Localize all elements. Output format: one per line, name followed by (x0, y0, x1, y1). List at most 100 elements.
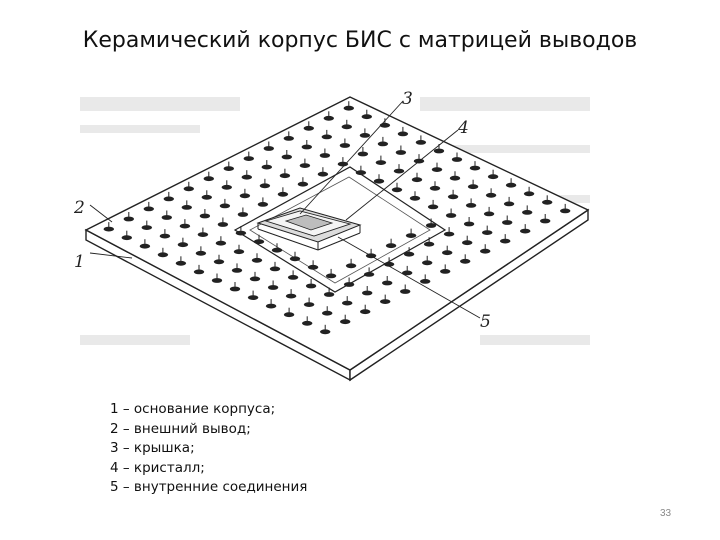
leader-line-4 (345, 129, 459, 221)
pin-head (269, 266, 281, 272)
legend-item-base: 1 – основание корпуса; (110, 401, 276, 417)
pin-head (383, 261, 395, 267)
pin-head (542, 199, 553, 205)
package-figure: 1 2 3 4 5 (60, 85, 620, 385)
leader-line-3 (299, 100, 404, 215)
pin-head (177, 242, 189, 248)
pin-head (483, 211, 495, 217)
pin-head (380, 299, 391, 304)
pin-head (522, 210, 533, 215)
pin-head (257, 202, 269, 207)
pin-head (362, 290, 373, 296)
pin-head (360, 309, 371, 315)
pin-head (460, 258, 471, 264)
pin-head (175, 260, 187, 266)
pin-head (287, 275, 299, 280)
callout-5: 5 (480, 312, 491, 332)
pin-head (385, 243, 397, 249)
pin-head (307, 264, 319, 270)
pin-head (447, 194, 459, 200)
pin-head (183, 186, 194, 192)
pin-head (337, 161, 349, 167)
pin-head (302, 320, 313, 326)
pin-head (343, 282, 355, 287)
pin-head (235, 230, 247, 236)
pin-head (325, 273, 337, 279)
pin-head (219, 203, 231, 209)
pin-head (397, 131, 409, 137)
pin-head (423, 241, 435, 247)
pin-head (415, 140, 427, 145)
pin-head (443, 231, 455, 237)
pin-head (305, 283, 317, 289)
pin-head (213, 259, 225, 265)
lid-edge (257, 228, 319, 251)
lid-edge (317, 232, 361, 251)
page-number: 33 (660, 508, 672, 519)
pin-head (123, 216, 134, 222)
callouts: 1 2 3 4 5 (73, 89, 491, 332)
pin-head (402, 270, 413, 276)
pin-head (303, 302, 315, 307)
pin-head (215, 240, 227, 246)
pin-head (355, 170, 367, 176)
pin-head (391, 187, 403, 193)
pin-head (261, 164, 272, 170)
pin-head (340, 319, 351, 325)
pin-head (199, 213, 211, 219)
pin-head (121, 235, 132, 241)
pin-head (411, 177, 423, 183)
pin-head (249, 276, 261, 282)
pin-head (505, 182, 517, 188)
pin-head (520, 228, 531, 234)
pin-head (143, 206, 154, 212)
pin-head (420, 279, 431, 284)
pin-head (363, 272, 375, 277)
pin-head (323, 292, 335, 297)
pin-head (442, 250, 453, 256)
pin-head (221, 184, 232, 190)
pin-head (393, 168, 405, 174)
pin-head (485, 192, 497, 198)
pin-head (233, 249, 245, 255)
pin-head (433, 148, 445, 154)
package-drawing: 1 2 3 4 5 (73, 89, 590, 382)
pin-head (467, 184, 479, 190)
pin-head (540, 218, 551, 224)
cavity-inner (249, 176, 431, 284)
pin-head (157, 252, 169, 258)
pin-head (482, 230, 493, 236)
pin-head (299, 163, 311, 168)
pin-head (303, 125, 314, 131)
pin-head (223, 166, 234, 171)
pin-head (503, 201, 515, 207)
pin-head (463, 221, 475, 227)
pin-head (243, 156, 254, 161)
pin-head (341, 124, 352, 130)
callout-2: 2 (73, 198, 85, 218)
slide-title: Керамический корпус БИС с матрицей вывод… (82, 28, 638, 53)
legend: 1 – основание корпуса; 2 – внешний вывод… (110, 400, 307, 498)
pin-head (480, 248, 491, 254)
pin-head (320, 329, 331, 335)
pin-head (395, 150, 407, 155)
pin-head (181, 205, 192, 210)
pin-head (523, 191, 535, 197)
pin-head (241, 174, 252, 180)
pin-head (409, 195, 421, 201)
pin-head (203, 176, 214, 182)
leader-line-1 (89, 252, 133, 259)
pin-head (163, 196, 174, 202)
pin-head (259, 183, 271, 189)
legend-item-external-pin: 2 – внешний вывод; (110, 420, 251, 437)
pin-head (445, 213, 457, 218)
pin-head (279, 173, 291, 179)
leader-line-2 (89, 204, 113, 223)
pin-head (449, 175, 461, 181)
pin-head (283, 312, 295, 318)
pin-head (431, 167, 443, 172)
pin-head (217, 222, 229, 227)
pin-head (359, 133, 371, 138)
legend-item-crystal: 4 – кристалл; (110, 459, 205, 476)
pin-head (289, 256, 301, 262)
